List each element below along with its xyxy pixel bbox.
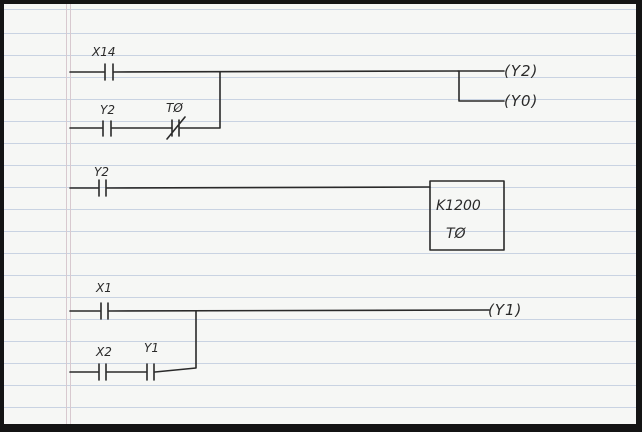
contact-x14 — [104, 63, 114, 81]
rung-3-wire-main — [108, 309, 490, 312]
contact-x1 — [100, 302, 109, 320]
label-y1-branch: Y1 — [144, 341, 159, 355]
timer-box — [429, 180, 505, 251]
coil-y2-label: (Y2) — [504, 62, 538, 80]
timer-preset: K1200 — [436, 198, 481, 214]
margin-line-1 — [66, 4, 67, 424]
label-x2-branch: X2 — [95, 345, 112, 359]
margin-line-2 — [70, 4, 71, 424]
label-x1: X1 — [95, 281, 112, 295]
branch-3-wire-right — [154, 310, 197, 373]
ladder-diagram: (Y2) (Y0) X14 Y2 TØ — [69, 45, 538, 381]
coil-y0-wire — [458, 70, 505, 102]
contact-y2-branch — [102, 120, 112, 137]
label-y2-branch: Y2 — [100, 103, 115, 117]
rung-2: K1200 TØ Y2 — [69, 165, 505, 251]
rung-3: (Y1) X1 X2 Y1 — [69, 281, 522, 381]
timer-name: TØ — [446, 226, 467, 242]
contact-y2 — [98, 179, 107, 197]
label-x14: X14 — [91, 45, 116, 59]
contact-t0-normally-closed — [166, 116, 186, 140]
coil-y1-label: (Y1) — [488, 301, 522, 319]
rung-2-wire-main — [106, 186, 431, 189]
rung-1: (Y2) (Y0) X14 Y2 TØ — [69, 45, 538, 140]
rung-1-wire-main — [113, 70, 459, 73]
label-t0-contact: TØ — [166, 101, 183, 115]
coil-y0-label: (Y0) — [504, 92, 538, 110]
contact-y1-branch — [146, 363, 155, 381]
contact-x2-branch — [98, 363, 107, 381]
branch-1-wire-right — [179, 71, 221, 129]
label-y2: Y2 — [94, 165, 109, 179]
notebook-paper: (Y2) (Y0) X14 Y2 TØ — [4, 4, 636, 424]
